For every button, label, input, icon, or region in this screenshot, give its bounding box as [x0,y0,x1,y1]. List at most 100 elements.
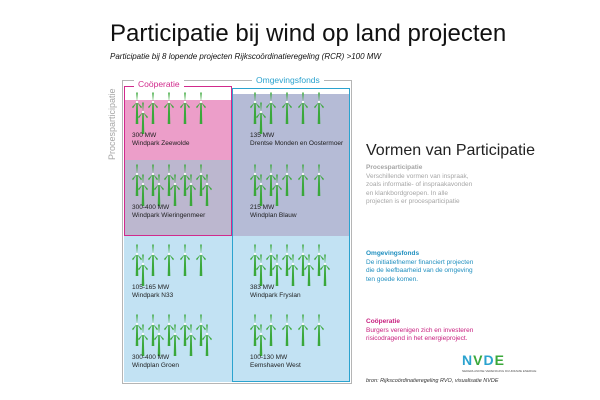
omgevingsfonds-frame [232,88,350,382]
source-note: bron: Rijkscoördinatieregeling RVO, visu… [366,378,499,384]
project-card: 300-400 MW Windplan Groen [126,314,230,376]
project-capacity: 383 MW [250,284,275,291]
wind-turbine-icon [282,92,292,124]
project-name: Windpark Zeewolde [132,140,190,147]
wind-turbine-icon [272,254,282,286]
wind-turbine-icon [288,254,298,286]
wind-turbine-icon [250,164,260,196]
wind-turbine-icon [266,314,276,346]
wind-turbine-icon [154,174,164,206]
wind-turbine-icon [180,244,190,276]
project-card: 215 MW Windplan Blauw [244,164,348,226]
wind-turbine-icon [272,174,282,206]
procesparticipatie-frame [122,80,352,384]
wind-turbine-icon [180,314,190,346]
wind-turbine-icon [298,92,308,124]
project-card: 300-400 MW Windpark Wieringenmeer [126,164,230,226]
wind-turbine-icon [256,324,266,356]
wind-turbine-icon [266,164,276,196]
wind-turbine-icon [138,254,148,286]
wind-farm-icons [126,164,230,206]
project-capacity: 215 MW [250,204,275,211]
wind-turbine-icon [256,174,266,206]
wind-turbine-icon [320,254,330,286]
wind-turbine-icon [202,324,212,356]
page-title: Participatie bij wind op land projecten [110,20,507,47]
wind-turbine-icon [250,244,260,276]
wind-turbine-icon [138,324,148,356]
nvde-logo: NVDE NEDERLANDSE VERENIGING DUURZAME ENE… [462,352,536,376]
procesparticipatie-label: Procesparticipatie [107,88,117,160]
wind-turbine-icon [266,244,276,276]
project-capacity: 300-400 MW [132,354,170,361]
wind-turbine-icon [170,324,180,356]
wind-turbine-icon [250,92,260,124]
wind-turbine-icon [148,314,158,346]
wind-turbine-icon [170,174,180,206]
page-subtitle: Participatie bij 8 lopende projecten Rij… [110,52,382,61]
legend-procesparticipatie: Procesparticipatie Verschillende vormen … [366,164,476,207]
wind-farm-icons [244,164,348,206]
project-card: 135 MW Drentse Monden en Oostermoer [244,92,348,154]
wind-turbine-icon [314,164,324,196]
wind-farm-icons [244,244,348,286]
wind-turbine-icon [148,244,158,276]
omgevingsfonds-only-zone [124,236,350,382]
wind-turbine-icon [164,244,174,276]
wind-turbine-icon [256,254,266,286]
project-card: 105-165 MW Windpark N33 [126,244,230,306]
wind-turbine-icon [298,244,308,276]
wind-turbine-icon [154,324,164,356]
wind-turbine-icon [298,164,308,196]
project-name: Windpark Wieringenmeer [132,212,206,219]
wind-turbine-icon [250,314,260,346]
project-capacity: 300-400 MW [132,204,170,211]
wind-turbine-icon [196,164,206,196]
project-name: Eemshaven West [250,362,301,369]
wind-turbine-icon [132,314,142,346]
legend-coop-title: Coöperatie [366,318,400,325]
project-card: 383 MW Windpark Fryslan [244,244,348,306]
wind-turbine-icon [148,92,158,124]
project-card: 100-130 MW Eemshaven West [244,314,348,376]
wind-farm-icons [126,244,230,286]
project-name: Windpark Fryslan [250,292,301,299]
wind-turbine-icon [138,174,148,206]
wind-turbine-icon [180,92,190,124]
wind-turbine-icon [314,244,324,276]
wind-farm-icons [126,314,230,356]
wind-turbine-icon [196,244,206,276]
project-card: 300 MW Windpark Zeewolde [126,92,230,154]
project-name: Windplan Groen [132,362,179,369]
project-capacity: 135 MW [250,132,275,139]
wind-turbine-icon [282,164,292,196]
wind-farm-icons [244,314,348,356]
wind-turbine-icon [266,92,276,124]
wind-turbine-icon [132,92,142,124]
wind-turbine-icon [282,314,292,346]
project-name: Windplan Blauw [250,212,297,219]
wind-turbine-icon [314,314,324,346]
wind-turbine-icon [132,244,142,276]
wind-turbine-icon [282,244,292,276]
omgevingsfonds-label: Omgevingsfonds [252,75,324,85]
wind-turbine-icon [164,164,174,196]
legend-coop-text: Burgers verenigen zich en investeren ris… [366,326,474,343]
legend-proc-title: Procesparticipatie [366,164,423,171]
legend-omg-title: Omgevingsfonds [366,250,420,257]
legend-cooperatie: Coöperatie Burgers verenigen zich en inv… [366,318,476,344]
project-capacity: 300 MW [132,132,157,139]
nvde-logo-subtitle: NEDERLANDSE VERENIGING DUURZAME ENERGIE [462,369,537,373]
legend-heading: Vormen van Participatie [366,142,535,159]
wind-turbine-icon [132,164,142,196]
wind-turbine-icon [164,314,174,346]
wind-turbine-icon [138,102,148,134]
wind-turbine-icon [256,102,266,134]
cooperatie-label: Coöperatie [134,79,184,89]
wind-turbine-icon [180,164,190,196]
project-name: Drentse Monden en Oostermoer [250,140,344,147]
wind-turbine-icon [164,92,174,124]
project-name: Windpark N33 [132,292,174,299]
project-capacity: 100-130 MW [250,354,288,361]
wind-turbine-icon [186,324,196,356]
